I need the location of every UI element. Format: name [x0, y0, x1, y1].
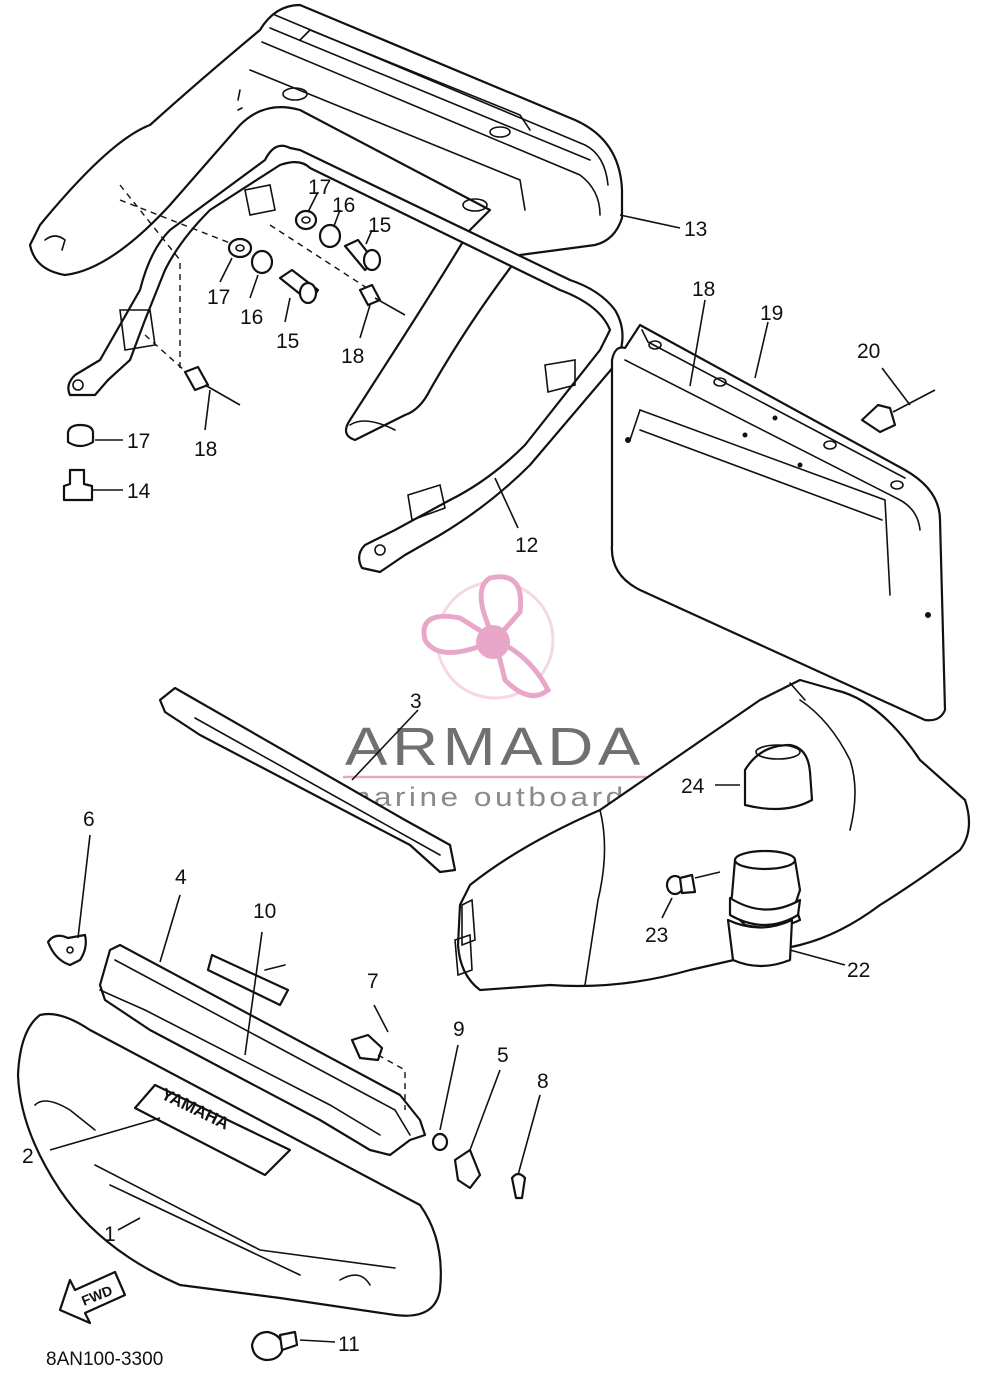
part-9-washer: [431, 1132, 449, 1152]
callout-12: 12: [515, 534, 538, 557]
part-8-cotter-pin: [510, 1172, 527, 1200]
part-1-front-cover: [16, 1012, 442, 1317]
part-7-clip: [350, 1033, 384, 1062]
callout-15-left: 15: [276, 330, 299, 353]
lower-housing: [454, 678, 971, 992]
callout-11: 11: [338, 1333, 360, 1356]
callout-5: 5: [497, 1044, 509, 1067]
callout-1: 1: [104, 1223, 116, 1246]
callout-15-upper: 15: [368, 214, 391, 237]
propeller-blade-3-icon: [491, 635, 552, 699]
part-10-label: [206, 953, 290, 1007]
callout-14: 14: [127, 480, 151, 503]
part-23-plug: [665, 873, 697, 896]
callout-2: 2: [22, 1145, 34, 1168]
fasteners-top: [62, 209, 406, 502]
part-14-bolt: [62, 468, 94, 502]
callout-22: 22: [847, 959, 870, 982]
callout-24: 24: [681, 775, 705, 798]
callout-9: 9: [453, 1018, 465, 1041]
callout-3: 3: [410, 690, 422, 713]
part-22-fitting: [726, 849, 802, 968]
callout-17-left: 17: [207, 286, 230, 309]
part-3-strip: [158, 686, 457, 874]
propeller-hub-icon: [476, 625, 510, 659]
part-16-grommet-left: [250, 249, 274, 275]
callout-labels: 13 12 18 19 20 17 14 17 16 15 17 16 15 1…: [22, 176, 880, 1356]
fwd-arrow-icon: FWD: [58, 1270, 127, 1325]
part-17-washer-left: [227, 237, 253, 259]
callout-17-upper: 17: [308, 176, 331, 199]
callout-20: 20: [857, 340, 880, 363]
part-5-lever: [453, 1148, 482, 1190]
callout-6: 6: [83, 808, 95, 831]
part-17-washer-upper: [294, 209, 318, 231]
part-18-rivet-upper: [358, 283, 382, 307]
watermark-brand: ARMADA: [345, 717, 645, 777]
callout-10: 10: [253, 900, 276, 923]
part-19-plate: [610, 323, 947, 722]
watermark-tagline: marine outboards: [344, 782, 646, 812]
callout-17-lower: 17: [127, 430, 150, 453]
callout-18-upper: 18: [341, 345, 364, 368]
callout-21: 18: [692, 278, 715, 301]
part-12-tube-handle: [67, 144, 624, 574]
diagram-code: 8AN100-3300: [46, 1349, 163, 1370]
callout-4: 4: [175, 866, 187, 889]
part-18-rivet-lower: [183, 365, 210, 392]
part-17-nut-lower: [66, 423, 95, 448]
propeller-blade-1-icon: [478, 574, 524, 645]
armada-logo: ARMADA marine outboards: [343, 574, 647, 812]
callout-16-upper: 16: [332, 194, 355, 217]
part-11-screw: [250, 1330, 299, 1362]
leader-lines: [49, 191, 911, 1343]
part-13-handle-frame: [28, 3, 624, 442]
part-16-grommet-upper: [318, 223, 342, 249]
callout-13: 13: [684, 218, 707, 241]
callout-19: 19: [760, 302, 783, 325]
callout-8: 8: [537, 1070, 549, 1093]
callout-23: 23: [645, 924, 668, 947]
part-4-bracket: [98, 943, 427, 1157]
part-24-cap: [743, 743, 814, 811]
part-20-pin: [860, 403, 897, 434]
callout-7: 7: [367, 970, 379, 993]
callout-16-left: 16: [240, 306, 263, 329]
callout-18-lower: 18: [194, 438, 217, 461]
